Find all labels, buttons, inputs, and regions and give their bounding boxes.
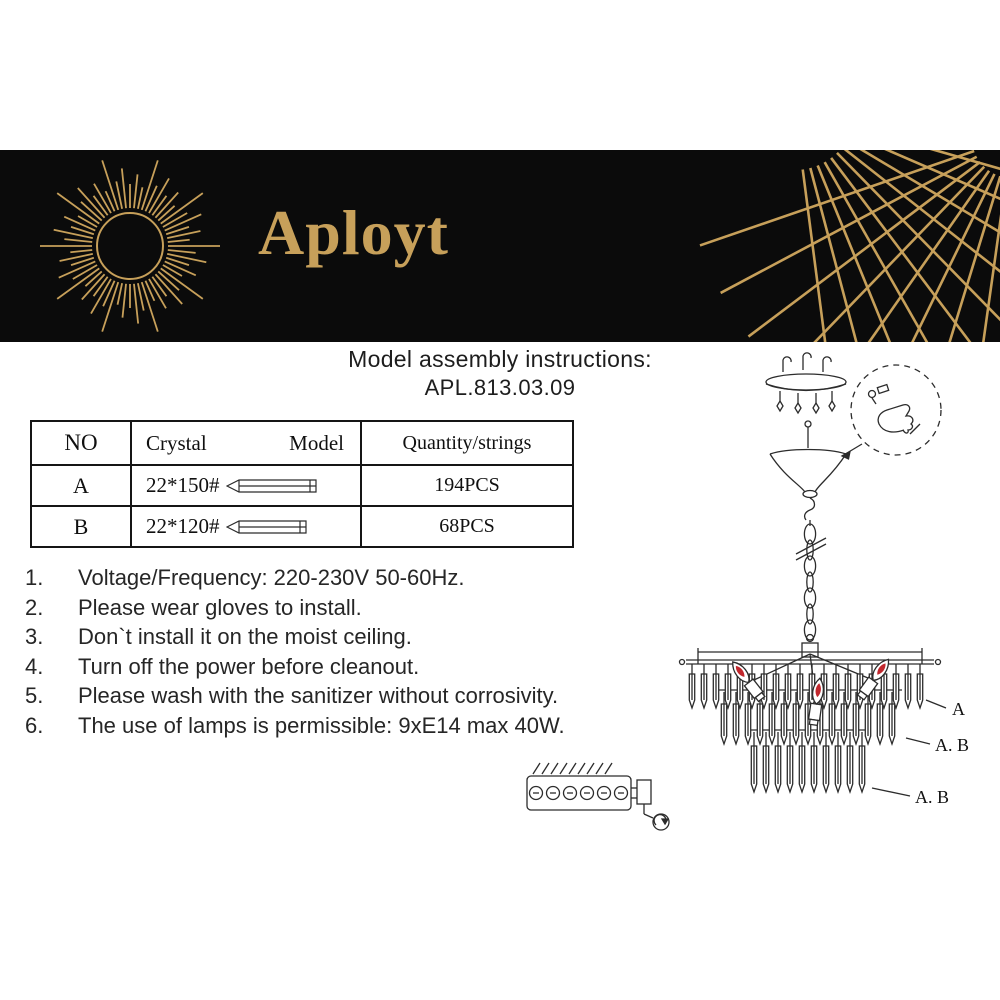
row-b-quantity: 68PCS bbox=[360, 505, 574, 548]
crystal-b-icon bbox=[225, 519, 307, 534]
col-header-no: NO bbox=[30, 420, 132, 466]
ceiling-mount bbox=[765, 352, 847, 448]
item-text: Voltage/Frequency: 220-230V 50-60Hz. bbox=[78, 565, 465, 590]
item-text: Don`t install it on the moist ceiling. bbox=[78, 624, 412, 649]
heading-block: Model assembly instructions: APL.813.03.… bbox=[0, 346, 1000, 401]
model-number: APL.813.03.09 bbox=[424, 375, 576, 400]
crystal-spec-table: NO Crystal Model Quantity/strings A 22*1… bbox=[30, 420, 574, 548]
item-number: 4. bbox=[25, 653, 44, 679]
list-item: 4. Turn off the power before cleanout. bbox=[25, 652, 670, 682]
ceiling-canopy bbox=[769, 448, 847, 526]
banner-decoration bbox=[40, 150, 1000, 342]
wiring-diagram bbox=[526, 762, 670, 831]
row-b-size: 22*120# bbox=[146, 514, 220, 538]
list-item: 5. Please wash with the sanitizer withou… bbox=[25, 681, 670, 711]
page-title: Model assembly instructions: bbox=[348, 346, 652, 372]
tier-label-ab2: A. B bbox=[915, 787, 949, 807]
crystal-tier-ab-1 bbox=[720, 692, 896, 747]
corner-rays-icon bbox=[699, 150, 1000, 342]
crystal-a-icon bbox=[225, 478, 317, 493]
sunbeam-rays-icon bbox=[801, 150, 1000, 342]
row-a-quantity: 194PCS bbox=[360, 464, 574, 507]
col-header-crystal-label: Crystal bbox=[146, 430, 207, 455]
chain-break-mark bbox=[795, 537, 827, 561]
col-header-model: Crystal Model bbox=[130, 420, 362, 466]
list-item: 3. Don`t install it on the moist ceiling… bbox=[25, 622, 670, 652]
hatch-marks bbox=[532, 762, 613, 775]
item-number: 5. bbox=[25, 683, 44, 708]
col-header-model-label: Model bbox=[289, 430, 344, 455]
crystal-tier-a bbox=[688, 664, 924, 711]
list-item: 1. Voltage/Frequency: 220-230V 50-60Hz. bbox=[25, 563, 670, 593]
crystal-tier-ab-2 bbox=[750, 732, 866, 795]
item-number: 6. bbox=[25, 712, 44, 738]
item-text: The use of lamps is permissible: 9xE14 m… bbox=[78, 712, 565, 738]
item-text: Turn off the power before cleanout. bbox=[78, 653, 420, 679]
list-item: 2. Please wear gloves to install. bbox=[25, 593, 670, 623]
item-number: 2. bbox=[25, 594, 44, 620]
row-a-model: 22*150# bbox=[130, 464, 362, 507]
item-text: Please wash with the sanitizer without c… bbox=[78, 683, 559, 708]
ground-connector bbox=[631, 779, 670, 831]
candle-bulb bbox=[732, 661, 766, 703]
candle-bulb bbox=[856, 658, 890, 701]
instruction-list: 1. Voltage/Frequency: 220-230V 50-60Hz. … bbox=[25, 563, 670, 740]
table-row: B 22*120# 68PCS bbox=[30, 505, 574, 548]
starburst-ring-icon bbox=[96, 212, 164, 280]
label-leader-lines bbox=[871, 699, 947, 797]
item-number: 3. bbox=[25, 624, 44, 649]
list-item: 6. The use of lamps is permissible: 9xE1… bbox=[25, 711, 670, 741]
candle-bulb bbox=[807, 677, 825, 727]
chandelier-assembly-drawing: A A. B A. B bbox=[678, 352, 969, 807]
hand-detail bbox=[840, 364, 942, 460]
row-a-no: A bbox=[30, 464, 132, 507]
brand-banner: Aployt bbox=[0, 150, 1000, 342]
row-b-no: B bbox=[30, 505, 132, 548]
tier-label-a: A bbox=[952, 699, 965, 719]
row-a-size: 22*150# bbox=[146, 473, 220, 497]
terminal-block bbox=[526, 775, 632, 811]
tier-label-ab1: A. B bbox=[935, 735, 969, 755]
starburst-logo-icon bbox=[40, 160, 220, 332]
item-text: Please wear gloves to install. bbox=[78, 594, 362, 620]
table-row: A 22*150# 194PCS bbox=[30, 464, 574, 507]
table-header-row: NO Crystal Model Quantity/strings bbox=[30, 420, 574, 466]
item-number: 1. bbox=[25, 565, 44, 590]
brand-logo-text: Aployt bbox=[258, 197, 449, 268]
row-b-model: 22*120# bbox=[130, 505, 362, 548]
col-header-quantity: Quantity/strings bbox=[360, 420, 574, 466]
hanging-chain bbox=[803, 523, 817, 641]
